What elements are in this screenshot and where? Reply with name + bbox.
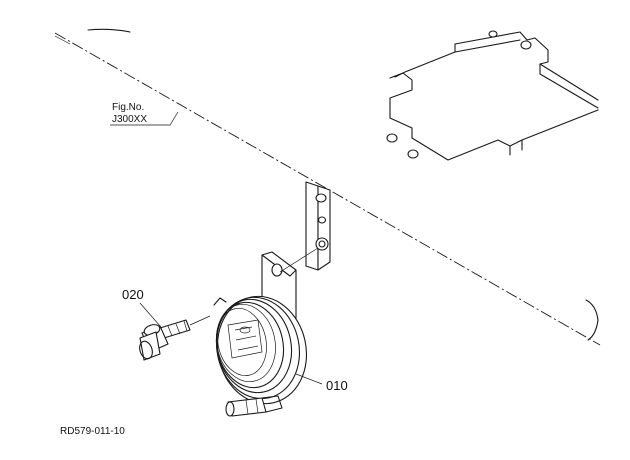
- bolt: [139, 315, 211, 361]
- frame-right-curve: [585, 299, 599, 341]
- leader-lines: [110, 111, 323, 385]
- horn-leader: [295, 373, 323, 385]
- bracket-hole: [488, 30, 498, 38]
- fig-ref-leader: [110, 111, 179, 126]
- frame-panel: [54, 28, 601, 346]
- frame-top-edge: [54, 32, 601, 346]
- bolt-leader: [139, 302, 161, 327]
- drawing-code: RD579-011-10: [60, 426, 125, 437]
- frame-top-curve: [87, 28, 131, 33]
- bracket-hole: [386, 133, 398, 143]
- bracket-hole: [407, 149, 419, 159]
- part-number-010: 010: [326, 378, 348, 393]
- horn-assembly: [213, 295, 308, 417]
- mount-bracket: [305, 181, 331, 271]
- tab-hole: [271, 263, 283, 277]
- bracket-hole: [520, 40, 532, 50]
- top-bracket: [386, 30, 599, 161]
- part-number-020: 020: [122, 287, 144, 302]
- fig-ref-line1: Fig.No.: [112, 102, 144, 113]
- fig-ref-line2: J300XX: [112, 114, 147, 125]
